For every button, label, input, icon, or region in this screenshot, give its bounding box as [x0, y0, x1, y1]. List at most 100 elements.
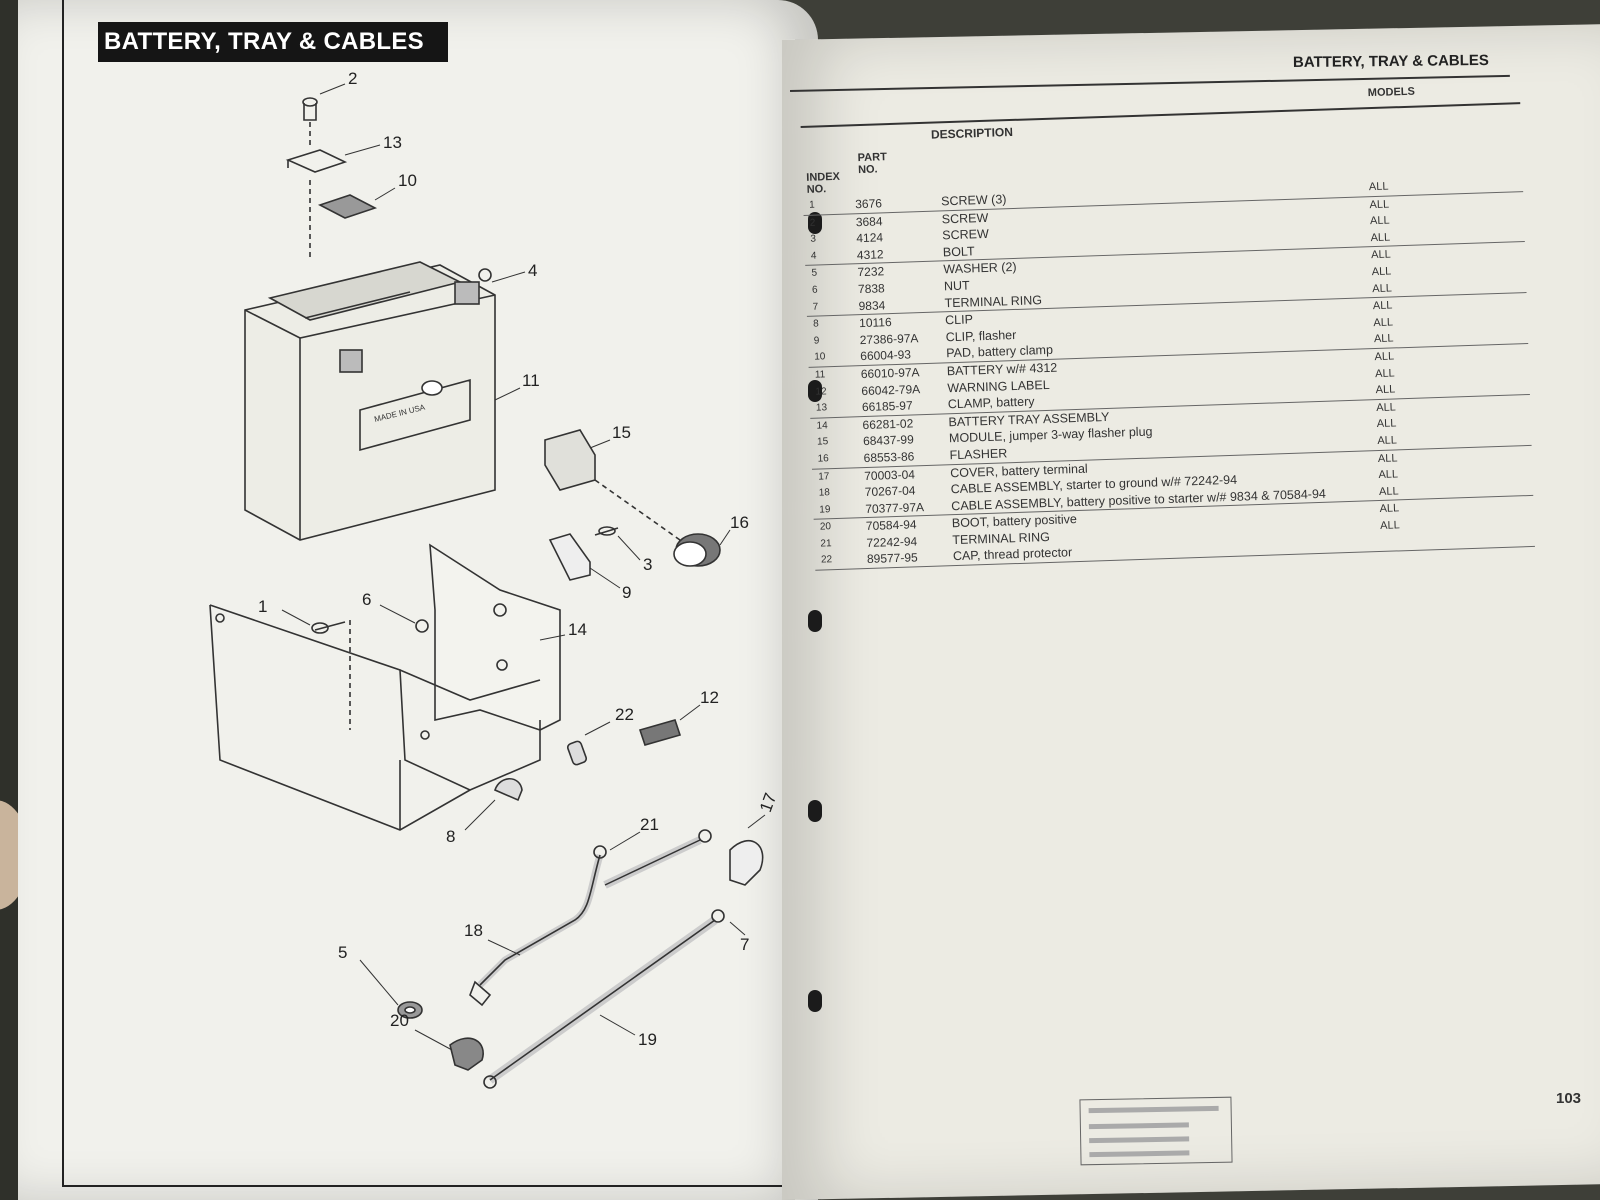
callout-11: 11	[522, 371, 540, 390]
callout-12: 12	[700, 688, 719, 707]
column-header-description: DESCRIPTION	[930, 124, 1014, 142]
callout-16: 16	[730, 513, 749, 532]
index-cell: 15	[816, 436, 829, 448]
models-cell: ALL	[1375, 383, 1396, 397]
callout-21: 21	[640, 815, 659, 834]
callout-5: 5	[338, 943, 347, 962]
models-cell: ALL	[1372, 282, 1393, 295]
models-cell: ALL	[1374, 350, 1395, 364]
part-number-cell: 89577-95	[866, 550, 918, 567]
callout-3: 3	[643, 555, 652, 574]
callout-22: 22	[615, 705, 634, 724]
part-number-cell: 3676	[854, 196, 883, 212]
left-page-frame	[62, 0, 784, 1187]
page-number: 103	[1556, 1090, 1582, 1107]
models-cell: ALL	[1372, 299, 1393, 313]
index-cell: 16	[817, 453, 829, 465]
models-cell: ALL	[1379, 519, 1400, 532]
index-cell: 9	[813, 335, 820, 347]
callout-4: 4	[528, 261, 537, 280]
callout-13: 13	[383, 133, 402, 152]
callout-17: 17	[756, 790, 780, 814]
tray-14-drawing	[209, 543, 561, 831]
callout-6: 6	[362, 590, 371, 609]
exploded-parts-diagram: MADE IN USA	[209, 70, 780, 1089]
models-cell: ALL	[1378, 468, 1399, 482]
index-cell: 10	[814, 351, 826, 364]
index-cell: 8	[812, 318, 819, 330]
callout-15: 15	[612, 423, 631, 442]
binder-ring	[808, 380, 822, 402]
callout-7: 7	[740, 935, 749, 954]
part-number-cell: 66185-97	[861, 398, 913, 415]
callout-14: 14	[568, 620, 587, 639]
flasher-16-drawing	[673, 533, 721, 567]
callout-8: 8	[446, 827, 455, 846]
column-header-models: MODELS	[1367, 85, 1416, 100]
right-page-title: BATTERY, TRAY & CABLES	[1292, 51, 1489, 72]
clip-9-drawing	[548, 533, 591, 581]
models-cell: ALL	[1369, 198, 1390, 211]
models-cell: ALL	[1376, 417, 1397, 431]
index-cell: 13	[815, 402, 828, 414]
callout-19: 19	[638, 1030, 657, 1049]
callout-1: 1	[258, 597, 267, 616]
part-number-cell: 4312	[856, 247, 884, 262]
models-cell: ALL	[1378, 485, 1399, 498]
models-cell: ALL	[1379, 502, 1400, 516]
callout-18: 18	[464, 921, 483, 940]
models-cell: ALL	[1376, 401, 1397, 414]
binder-ring	[808, 212, 822, 234]
part-number-cell: 70377-97A	[865, 499, 925, 516]
models-cell: ALL	[1377, 434, 1398, 447]
index-cell: 6	[811, 284, 818, 296]
cover-17-drawing	[729, 839, 764, 886]
index-cell: 1	[809, 199, 815, 211]
part-number-cell: 68553-86	[863, 449, 915, 465]
index-cell: 11	[814, 369, 826, 381]
index-cell: 19	[819, 503, 831, 516]
index-cell: 20	[819, 521, 832, 533]
model-stamp-box	[1079, 1096, 1233, 1166]
models-cell: ALL	[1368, 180, 1389, 194]
index-cell: 12	[815, 385, 827, 398]
index-cell: 17	[818, 470, 830, 483]
clamp-13-drawing	[285, 149, 348, 173]
binder-ring	[808, 800, 822, 822]
column-header-part: PART NO.	[857, 151, 888, 177]
models-cell: ALL	[1373, 316, 1394, 329]
left-page-title: BATTERY, TRAY & CABLES	[98, 22, 448, 62]
battery-11-drawing: MADE IN USA	[244, 261, 496, 541]
label-12-drawing	[638, 719, 682, 746]
index-cell: 7	[812, 301, 819, 313]
part-number-cell: 66004-93	[860, 347, 912, 364]
binder-ring	[808, 610, 822, 632]
column-header-index: INDEX NO.	[806, 170, 841, 196]
index-cell: 3	[810, 233, 817, 245]
callout-2: 2	[348, 70, 357, 88]
index-cell: 21	[820, 538, 832, 550]
index-cell: 5	[811, 267, 818, 280]
models-cell: ALL	[1374, 366, 1395, 380]
models-cell: ALL	[1377, 451, 1398, 465]
binder-ring	[808, 990, 822, 1012]
part-number-cell: 9834	[858, 297, 886, 313]
pad-10-drawing	[317, 194, 378, 219]
models-cell: ALL	[1371, 248, 1391, 262]
models-cell: ALL	[1369, 214, 1390, 228]
models-cell: ALL	[1370, 231, 1391, 244]
index-cell: 18	[818, 487, 831, 499]
callout-10: 10	[398, 171, 417, 190]
screw-2-drawing	[302, 97, 318, 121]
callout-9: 9	[622, 583, 631, 602]
models-cell	[1380, 533, 1420, 534]
left-page	[18, 0, 818, 1200]
index-cell: 4	[810, 250, 817, 262]
index-cell: 2	[809, 217, 816, 229]
callout-20: 20	[390, 1011, 409, 1030]
module-15-drawing	[544, 429, 596, 491]
models-cell: ALL	[1373, 332, 1394, 346]
index-cell: 14	[816, 419, 828, 432]
